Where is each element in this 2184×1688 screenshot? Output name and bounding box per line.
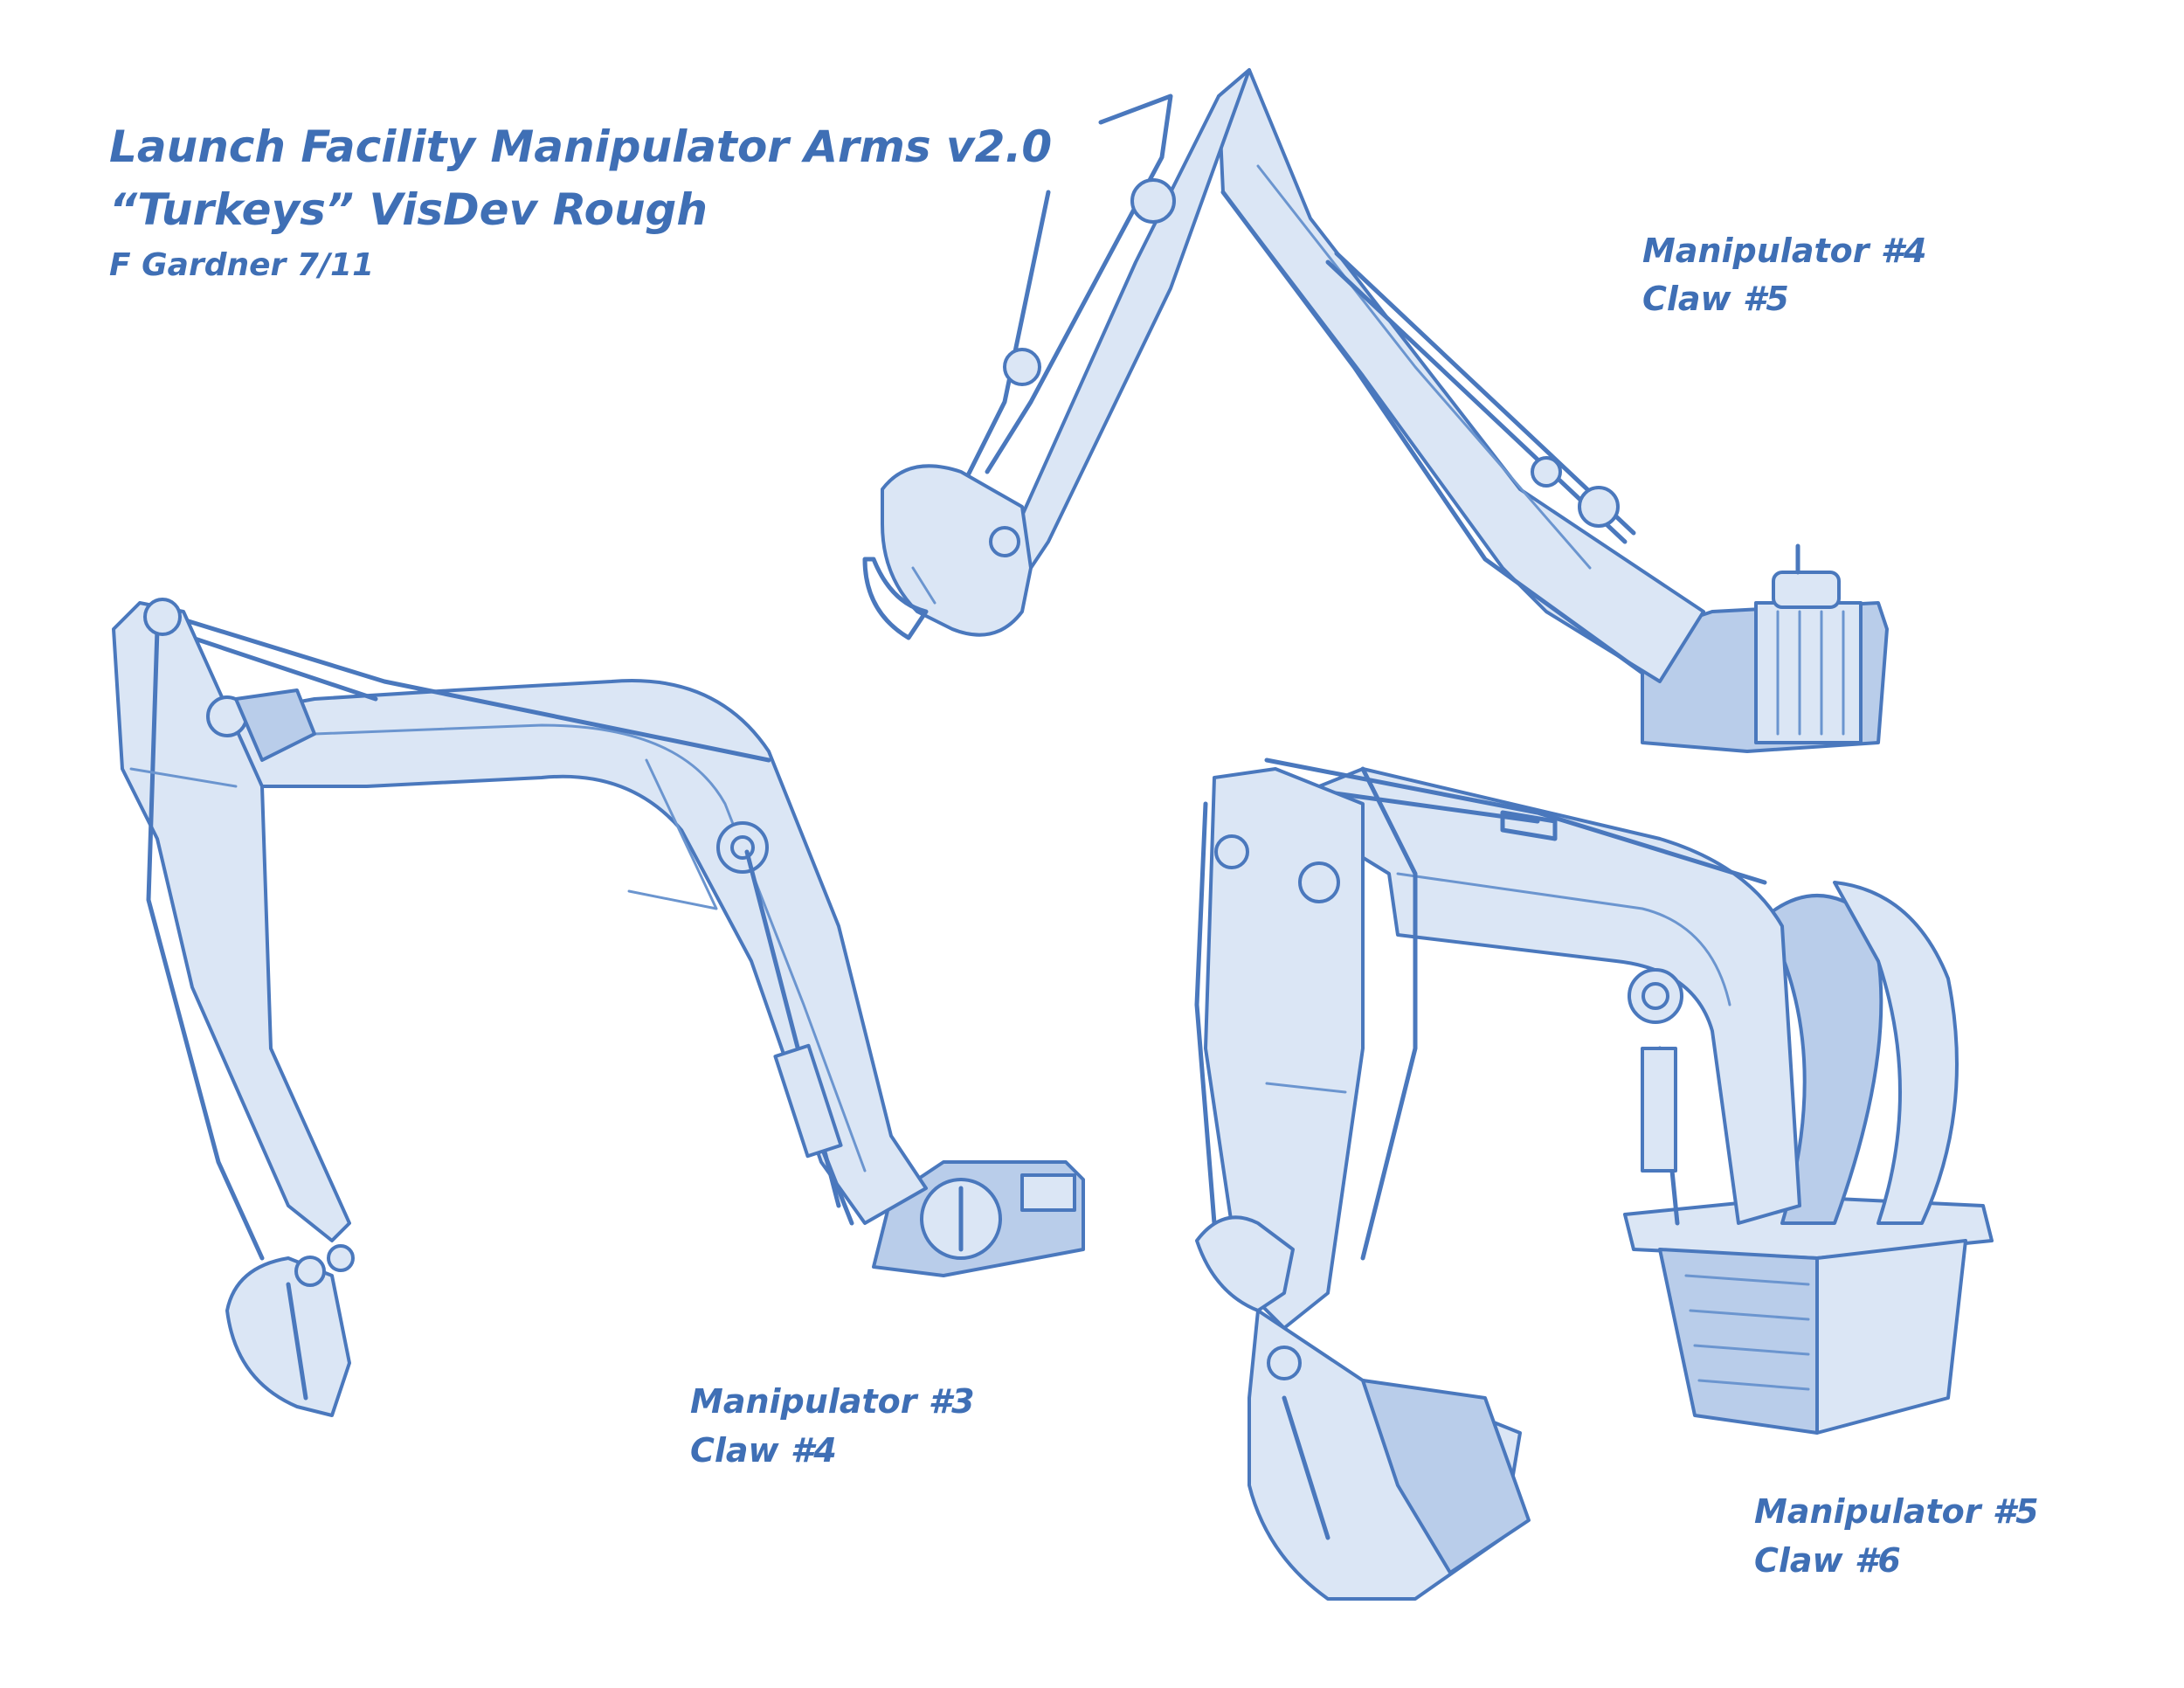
claw-6-label: Claw #6 — [1754, 1541, 1901, 1580]
sheet-title: Launch Facility Manipulator Arms v2.0 — [109, 121, 1053, 172]
artist-credit: F Gardner 7/11 — [109, 247, 375, 283]
manipulator-3-label: Manipulator #3 — [690, 1382, 975, 1421]
sheet-subtitle: “Turkeys” VisDev Rough — [109, 184, 708, 235]
claw-4-label: Claw #4 — [690, 1431, 837, 1470]
manipulator-4-label: Manipulator #4 — [1642, 232, 1927, 270]
claw-5-label: Claw #5 — [1642, 280, 1789, 318]
manipulator-5-label: Manipulator #5 — [1754, 1492, 2039, 1531]
